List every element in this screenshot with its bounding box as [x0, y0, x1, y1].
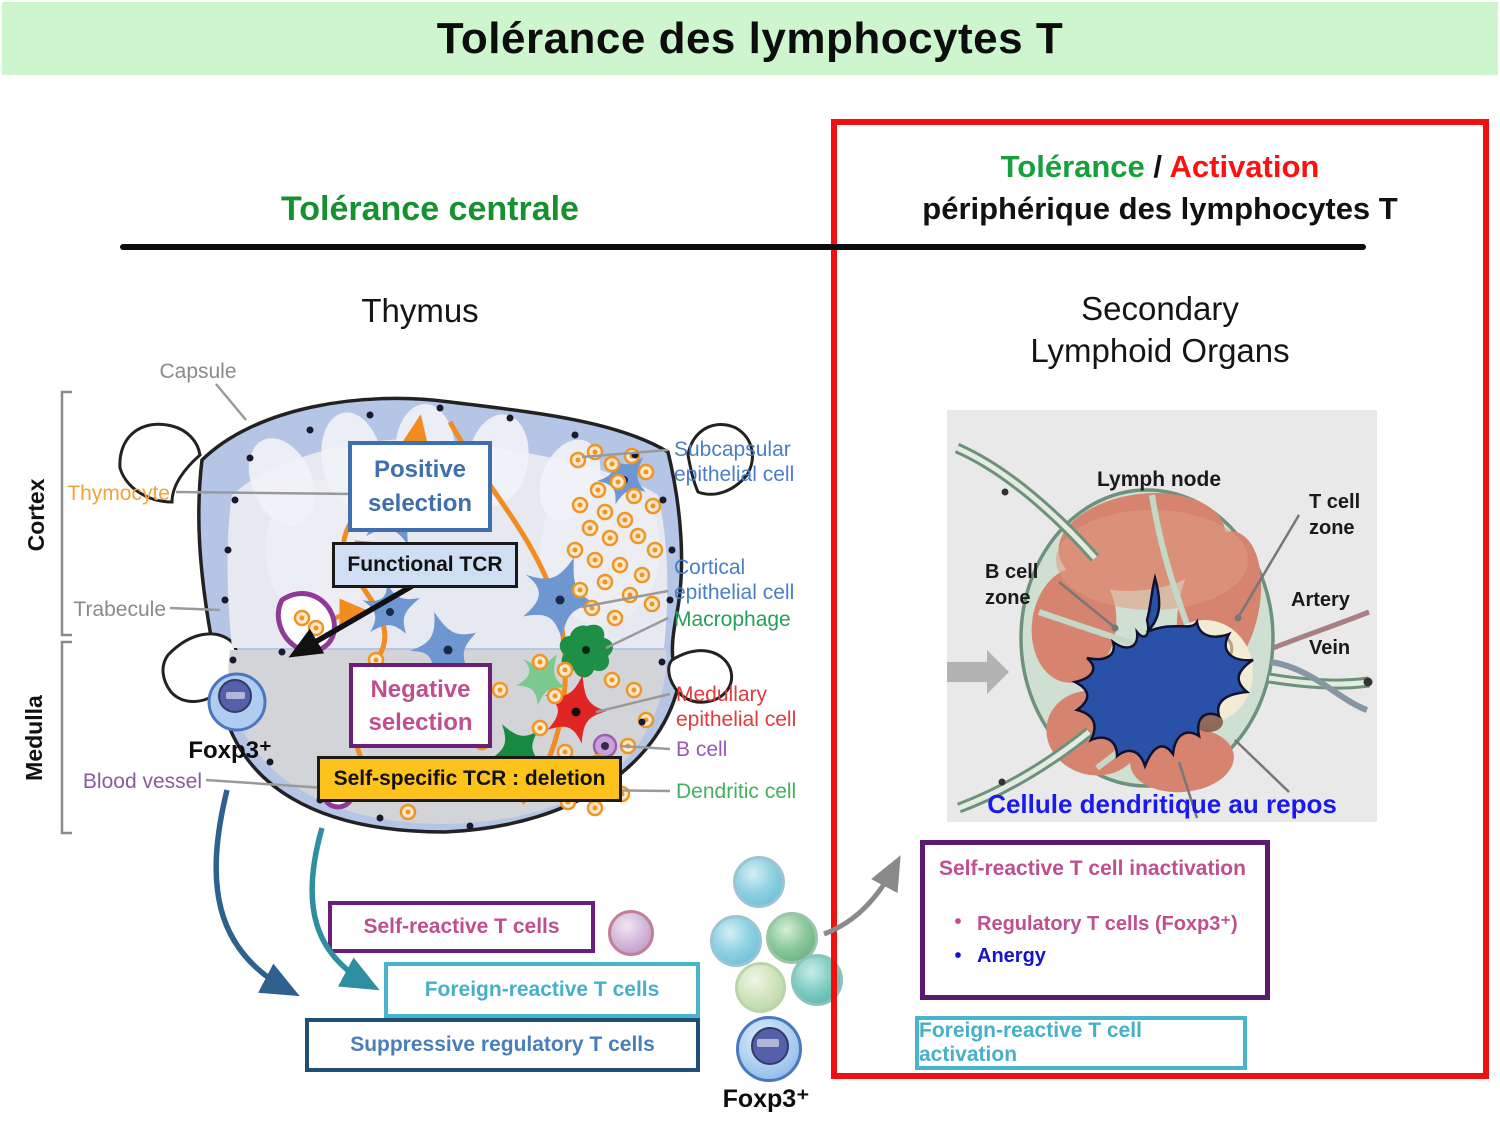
divider-line [120, 244, 1366, 250]
medullary-label-line2: epithelial cell [676, 708, 796, 731]
secondary-lymphoid-title: Secondary Lymphoid Organs [950, 288, 1370, 372]
vein-label: Vein [1309, 637, 1350, 659]
medulla-label: Medulla [21, 695, 47, 781]
thymocyte-label: Thymocyte [67, 482, 170, 505]
bullet-regulatory-label: Regulatory T cells (Foxp3⁺) [977, 913, 1238, 935]
foxp3-bottom-label: Foxp3⁺ [722, 1085, 810, 1113]
thymus-figure: Cortex Medulla [21, 360, 796, 835]
negative-selection-line2: selection [368, 708, 473, 736]
bullet-dot: • [954, 945, 962, 967]
t-cell-cyan-2 [710, 915, 762, 967]
peripheral-heading-line1: Tolérance / Activation [845, 146, 1475, 188]
foxp3-treg-cell-bottom [736, 1016, 802, 1082]
peripheral-heading: Tolérance / Activation périphérique des … [845, 146, 1475, 230]
blood-vessel-label: Blood vessel [83, 770, 202, 793]
dendritic-cell-shape [1071, 573, 1254, 770]
inactivation-box: Self-reactive T cell inactivation • Regu… [920, 840, 1270, 1000]
medullary-label-line1: Medullary [676, 683, 768, 706]
capsule-dots [221, 404, 676, 830]
capsule-flaps [118, 422, 754, 704]
artery-label: Artery [1291, 589, 1351, 611]
t-cell-teal [791, 954, 843, 1006]
heading-activation: Activation [1169, 149, 1320, 184]
lymph-node-label: Lymph node [1097, 468, 1221, 491]
cortex-label: Cortex [23, 478, 49, 551]
slide-title: Tolérance des lymphocytes T [436, 13, 1064, 63]
header-bar: Tolérance des lymphocytes T [2, 2, 1498, 75]
foxp3-treg-cell [207, 672, 267, 732]
peripheral-heading-line2: périphérique des lymphocytes T [922, 191, 1398, 226]
foreign-reactive-box: Foreign-reactive T cells [384, 962, 700, 1018]
positive-selection-line1: Positive [373, 455, 467, 483]
subcapsular-label-line1: Subcapsular [674, 438, 791, 461]
central-tolerance-heading: Tolérance centrale [281, 190, 579, 228]
negative-selection-box: Negative selection [349, 663, 492, 748]
lymph-node-figure: Lymph node T cell zone B cell zone Arter… [947, 410, 1377, 822]
cortex-bracket [60, 390, 72, 835]
cortical-label-line1: Cortical [674, 556, 745, 579]
t-cell-zone-label-line2: zone [1309, 517, 1355, 539]
negative-selection-line1: Negative [370, 675, 471, 703]
secondary-title-line2: Lymphoid Organs [1030, 332, 1290, 369]
lymph-pointer-lines [1058, 514, 1301, 819]
inactivation-title: Self-reactive T cell inactivation [939, 857, 1246, 880]
bullet-dot: • [954, 911, 962, 933]
thymus-title: Thymus [361, 292, 479, 329]
foxp3-medulla-label: Foxp3⁺ [188, 737, 271, 764]
bullet-anergy-label: Anergy [977, 945, 1046, 967]
b-cell-dot [592, 733, 618, 759]
foxp3-glyph [757, 1039, 779, 1047]
medullary-epithelial-star [537, 669, 613, 747]
b-cell-zone-label-line1: B cell [985, 561, 1038, 583]
dendritic-cell-label: Dendritic cell [676, 780, 796, 803]
inactivation-bullets: • Regulatory T cells (Foxp3⁺) • Anergy [939, 911, 1251, 968]
entry-arrow [947, 650, 1009, 694]
dendritic-caption: Cellule dendritique au repos [987, 789, 1337, 819]
cortical-label-line2: epithelial cell [674, 581, 794, 604]
self-specific-tcr-box: Self-specific TCR : deletion [317, 756, 622, 802]
bullet-anergy: • Anergy [939, 945, 1251, 968]
suppressive-box: Suppressive regulatory T cells [305, 1018, 700, 1072]
heading-tolerance: Tolérance [1000, 149, 1145, 184]
activation-box: Foreign-reactive T cell activation [915, 1016, 1247, 1070]
b-cell-label: B cell [676, 738, 727, 761]
bullet-regulatory: • Regulatory T cells (Foxp3⁺) [939, 911, 1251, 936]
artery-vein-vessels [1270, 609, 1370, 713]
self-reactive-cell [608, 910, 654, 956]
positive-selection-line2: selection [367, 489, 473, 517]
t-cell-cyan-1 [733, 856, 785, 908]
functional-tcr-arrow [288, 583, 414, 658]
secondary-title-line1: Secondary [1081, 290, 1239, 327]
trabecule-label: Trabecule [73, 598, 166, 621]
b-cell-zone-label-line2: zone [985, 587, 1031, 609]
macrophage-cell [559, 624, 613, 678]
to-inactivation-arrow [823, 855, 901, 937]
positive-selection-box: Positive selection [348, 441, 492, 532]
macrophage-label: Macrophage [674, 608, 791, 631]
pointer-lines [169, 383, 671, 793]
t-cell-lightgreen [735, 962, 786, 1013]
t-cell-zone-label-line1: T cell [1309, 491, 1360, 513]
lymph-node-art: Lymph node T cell zone B cell zone Arter… [947, 442, 1373, 819]
heading-separator: / [1144, 149, 1170, 184]
subcapsular-label-line2: epithelial cell [674, 463, 794, 486]
functional-tcr-box: Functional TCR [332, 542, 518, 588]
capsule-label: Capsule [159, 360, 236, 383]
self-reactive-box: Self-reactive T cells [328, 901, 595, 953]
